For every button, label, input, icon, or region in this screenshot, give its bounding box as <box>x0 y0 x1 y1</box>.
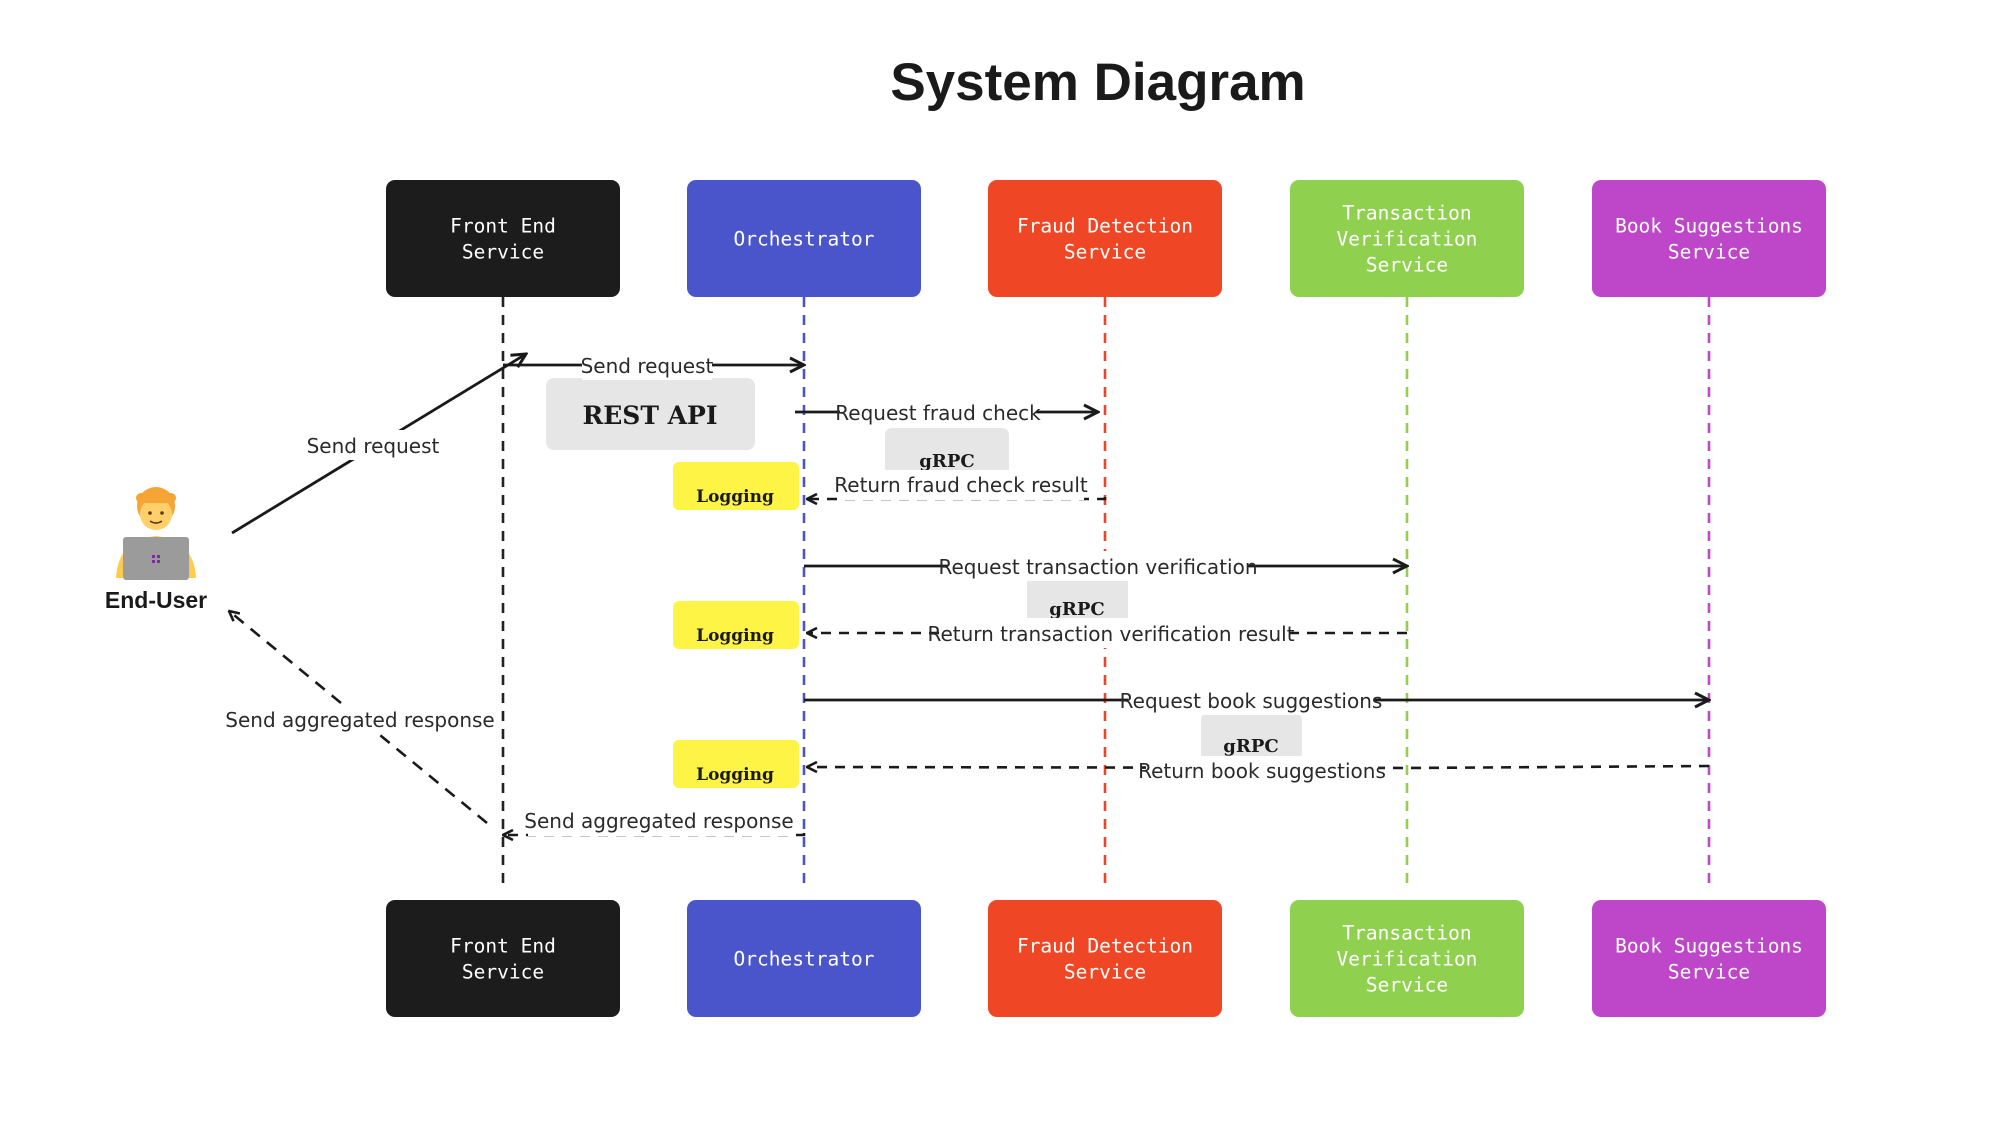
service-label-line: Service <box>1366 254 1448 277</box>
service-label-line: Service <box>1064 241 1146 264</box>
service-label-line: Front End <box>450 215 556 238</box>
service-box-bg <box>1290 180 1524 297</box>
logging-tag-1: Logging <box>673 462 799 510</box>
end-user-label: End-User <box>105 587 207 613</box>
service-label-line: Transaction <box>1342 922 1471 945</box>
person-with-laptop-icon <box>116 487 196 580</box>
diagram-title: System Diagram <box>890 53 1305 112</box>
label-request-transaction: Request transaction verification <box>938 555 1257 579</box>
logging-label: Logging <box>696 765 774 785</box>
service-box-orchestrator-bottom: Orchestrator <box>687 900 921 1017</box>
service-box-bg <box>1290 900 1524 1017</box>
label-request-books: Request book suggestions <box>1120 689 1383 713</box>
grpc-label: gRPC <box>1223 736 1278 757</box>
service-label-line: Transaction <box>1342 202 1471 225</box>
grpc-label: gRPC <box>919 451 974 472</box>
arrow-return-books <box>807 766 1710 768</box>
logging-tag-3: Logging <box>673 740 799 788</box>
service-label-line: Service <box>1366 974 1448 997</box>
service-label-line: Service <box>1064 961 1146 984</box>
rest-api-label: REST API <box>582 401 717 430</box>
service-box-bg <box>1592 900 1826 1017</box>
grpc-tag-fraud: gRPC <box>885 428 1009 476</box>
service-box-bg <box>988 900 1222 1017</box>
label-frontend-to-orchestrator: Send request <box>581 354 714 378</box>
service-box-bg <box>386 180 620 297</box>
label-frontend-to-user: Send aggregated response <box>225 708 494 732</box>
rest-api-tag: REST API <box>546 378 755 450</box>
label-request-fraud: Request fraud check <box>835 401 1041 425</box>
service-label-line: Front End <box>450 935 556 958</box>
logging-label: Logging <box>696 626 774 646</box>
service-label-line: Verification <box>1337 228 1478 251</box>
service-label-line: Service <box>462 241 544 264</box>
arrow-frontend-to-user <box>229 611 488 825</box>
logging-tag-2: Logging <box>673 601 799 649</box>
service-label-line: Fraud Detection <box>1017 215 1193 238</box>
service-box-bg <box>386 900 620 1017</box>
grpc-tag-transaction: gRPC <box>1027 576 1128 624</box>
service-box-bg <box>988 180 1222 297</box>
service-box-bg <box>687 900 921 1017</box>
label-orchestrator-to-frontend: Send aggregated response <box>524 809 793 833</box>
grpc-label: gRPC <box>1049 599 1104 620</box>
service-label-line: Book Suggestions <box>1615 215 1803 238</box>
label-return-books: Return book suggestions <box>1138 759 1386 783</box>
logging-label: Logging <box>696 487 774 507</box>
service-label-line: Service <box>1668 241 1750 264</box>
service-label-line: Service <box>462 961 544 984</box>
service-box-orchestrator-top: Orchestrator <box>687 180 921 297</box>
label-return-fraud: Return fraud check result <box>834 473 1088 497</box>
label-user-to-frontend: Send request <box>307 434 440 458</box>
service-label-line: Fraud Detection <box>1017 935 1193 958</box>
service-box-bg <box>1592 180 1826 297</box>
end-user-actor: End-User <box>105 487 207 613</box>
service-box-bg <box>687 180 921 297</box>
service-label-line: Book Suggestions <box>1615 935 1803 958</box>
label-return-transaction: Return transaction verification result <box>927 622 1294 646</box>
service-label-line: Service <box>1668 961 1750 984</box>
service-label-line: Orchestrator <box>734 228 875 251</box>
grpc-tag-books: gRPC <box>1201 713 1302 761</box>
service-label-line: Orchestrator <box>734 948 875 971</box>
service-label-line: Verification <box>1337 948 1478 971</box>
